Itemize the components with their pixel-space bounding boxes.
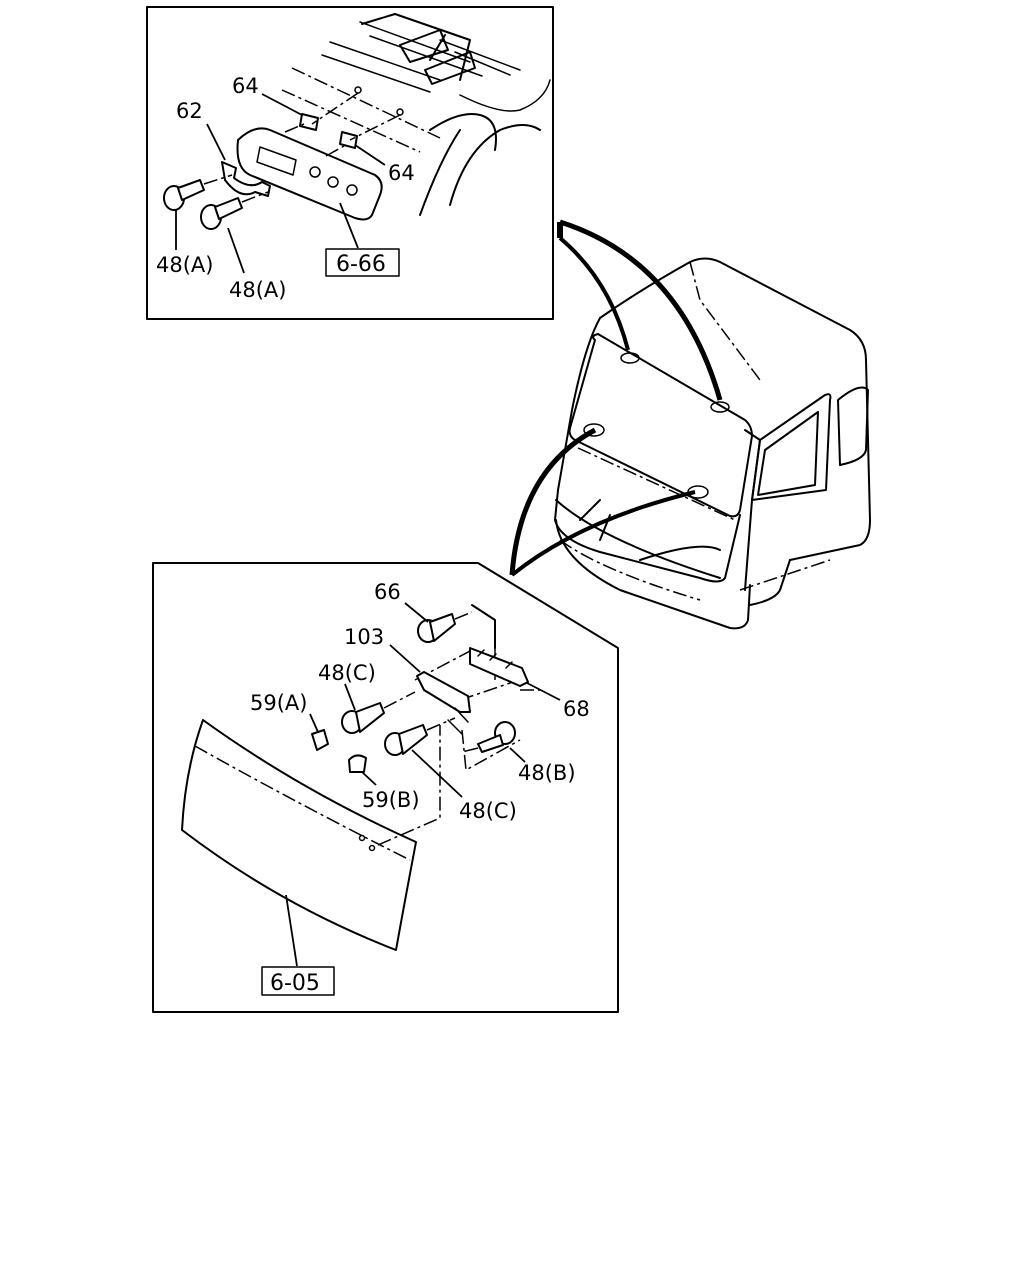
callout-64-top: 64	[232, 74, 259, 98]
ref-box-6-05	[261, 966, 335, 996]
bolt-66	[417, 611, 473, 643]
clip-nut-64-right	[339, 131, 358, 149]
lower-inset-frame	[152, 562, 619, 1013]
callout-103: 103	[344, 625, 384, 649]
ref-label-6-66: 6-66	[336, 252, 386, 277]
front-panel	[181, 719, 417, 951]
callout-64-right: 64	[388, 161, 415, 185]
bracket-62	[221, 161, 271, 197]
callout-arcs	[509, 219, 723, 577]
callout-66: 66	[374, 580, 401, 604]
upper-inset-frame	[146, 6, 554, 320]
upper-inset: 64 62 64 48(A) 48(A) 6-66	[146, 6, 554, 320]
callout-48c-top: 48(C)	[318, 661, 376, 685]
bracket-103	[416, 671, 471, 713]
bolt-48a-left	[163, 174, 233, 211]
ref-label-6-05: 6-05	[270, 971, 320, 996]
clip-59a	[311, 729, 329, 751]
clip-59b	[348, 754, 367, 773]
bolt-48c-bottom	[384, 717, 456, 756]
callout-48b: 48(B)	[518, 761, 576, 785]
callout-48a-left: 48(A)	[156, 253, 213, 277]
clip-nut-64-top	[299, 113, 319, 131]
callout-68: 68	[563, 697, 590, 721]
callout-48a-right: 48(A)	[229, 278, 286, 302]
bracket-68	[469, 647, 529, 687]
callout-48c-bottom: 48(C)	[459, 799, 517, 823]
bolt-48c-top	[341, 691, 416, 734]
callout-62: 62	[176, 99, 203, 123]
lower-inset: 66 103 48(C) 59(A) 68 48(B) 59(B) 48(C) …	[152, 562, 619, 1013]
bolt-48a-right	[200, 191, 269, 230]
bolt-48b	[461, 721, 516, 753]
callout-59a: 59(A)	[250, 691, 307, 715]
callout-59b: 59(B)	[362, 788, 420, 812]
truck-cab-illustration	[554, 257, 871, 630]
ref-box-6-66	[325, 248, 400, 277]
